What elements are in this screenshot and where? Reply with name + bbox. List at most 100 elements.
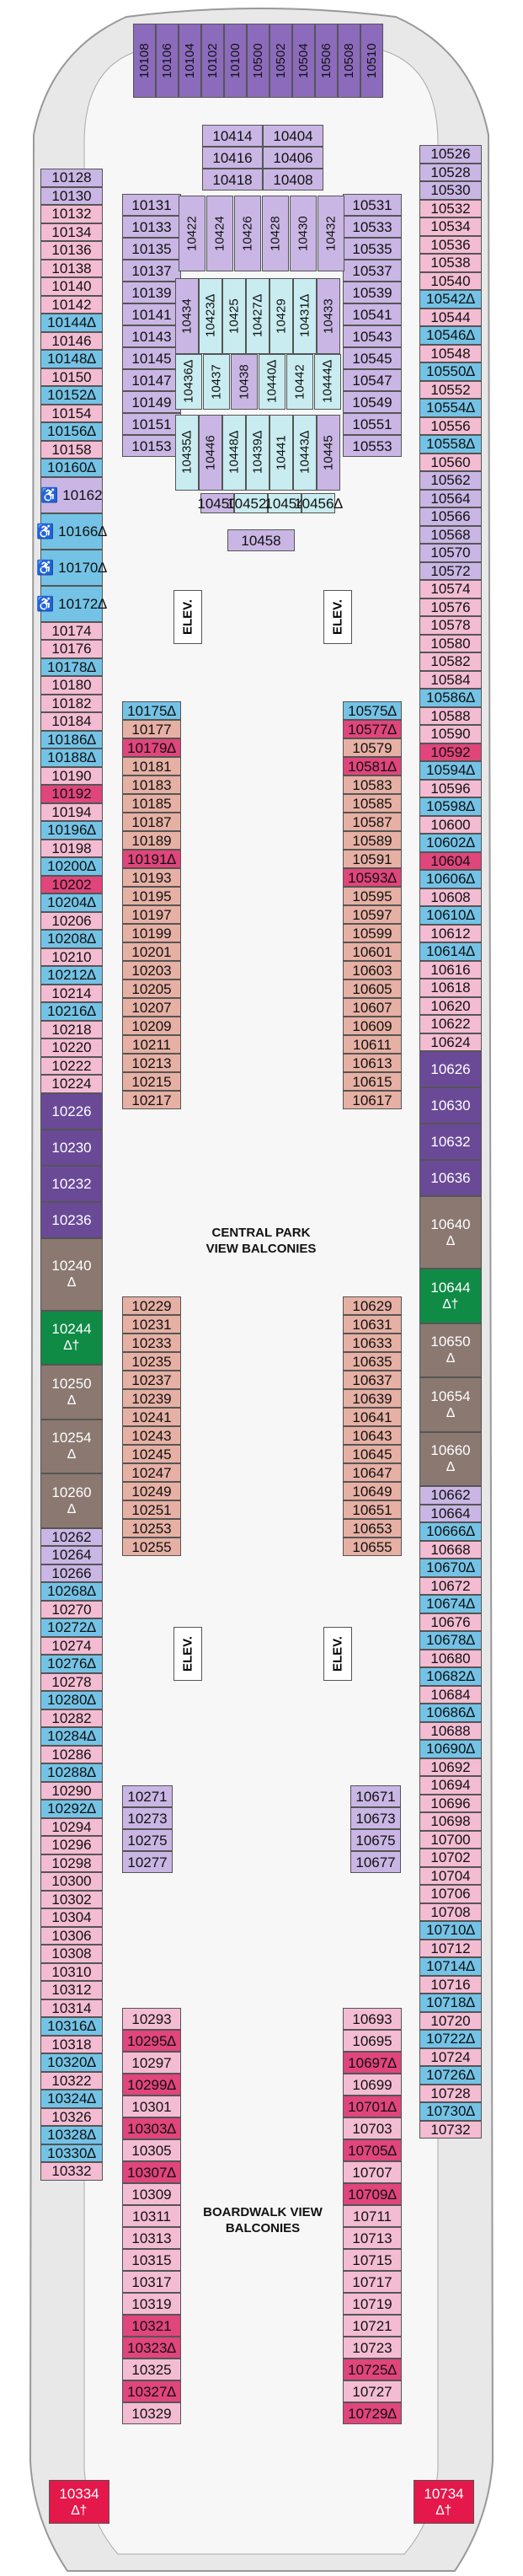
cabin-right_outer[interactable]: 10598∆ xyxy=(419,797,482,816)
cabin-park[interactable]: 10649 xyxy=(343,1482,402,1500)
cabin-right_outer[interactable]: 10588 xyxy=(419,706,482,725)
cabin-left_outer[interactable]: 10218 xyxy=(40,1020,103,1038)
cabin-park[interactable]: 10235 xyxy=(122,1352,181,1371)
cabin-inner[interactable]: 10151 xyxy=(122,413,181,435)
cabin-right_outer[interactable]: 10528 xyxy=(419,163,482,181)
cabin-inner[interactable]: 10535 xyxy=(343,238,402,260)
cabin-left_outer[interactable]: 10292∆ xyxy=(40,1800,103,1818)
cabin-park[interactable]: 10245 xyxy=(122,1445,181,1463)
cabin-center[interactable]: 10431∆ xyxy=(293,278,317,354)
cabin-right_outer[interactable]: 10626 xyxy=(419,1051,482,1087)
cabin-park[interactable]: 10611 xyxy=(343,1035,402,1054)
cabin-boardwalk[interactable]: 10719 xyxy=(343,2293,402,2315)
cabin-left_outer[interactable]: 10316∆ xyxy=(40,2017,103,2036)
cabin-center[interactable]: 10428 xyxy=(262,196,289,271)
bow-cabin[interactable]: 10102 xyxy=(201,24,224,98)
cabin-right_outer[interactable]: 10678∆ xyxy=(419,1631,482,1650)
cabin-left_outer[interactable]: 10156∆ xyxy=(40,422,103,441)
cabin-park[interactable]: 10237 xyxy=(122,1371,181,1389)
cabin-park[interactable]: 10603 xyxy=(343,961,402,979)
cabin-park[interactable]: 10587 xyxy=(343,813,402,831)
cabin-boardwalk[interactable]: 10693 xyxy=(343,2008,402,2030)
cabin-park[interactable]: 10181 xyxy=(122,757,181,775)
cabin-park[interactable]: 10591 xyxy=(343,850,402,868)
cabin-left_outer[interactable]: 10216∆ xyxy=(40,1002,103,1021)
cabin-left_outer[interactable]: 10282 xyxy=(40,1709,103,1727)
cabin-park[interactable]: 10183 xyxy=(122,775,181,794)
cabin-right_outer[interactable]: 10718∆ xyxy=(419,1994,482,2012)
cabin-inner[interactable]: 10143 xyxy=(122,325,181,347)
cabin-right_outer[interactable]: 10576 xyxy=(419,598,482,616)
cabin-left_outer[interactable]: 10232 xyxy=(40,1165,103,1202)
cabin-left_outer[interactable]: 10324∆ xyxy=(40,2090,103,2108)
bow-cabin[interactable]: 10504 xyxy=(292,24,315,98)
cabin-left_outer[interactable]: 10240∆ xyxy=(40,1237,103,1311)
cabin-right_outer[interactable]: 10534 xyxy=(419,217,482,236)
bow-cabin[interactable]: 10510 xyxy=(360,24,383,98)
cabin-right_outer[interactable]: 10720 xyxy=(419,2011,482,2030)
cabin-right_outer[interactable]: 10540 xyxy=(419,271,482,290)
cabin-right_outer[interactable]: 10602∆ xyxy=(419,834,482,852)
cabin-park[interactable]: 10209 xyxy=(122,1017,181,1035)
cabin-right_outer[interactable]: 10632 xyxy=(419,1124,482,1160)
cabin-left_outer[interactable]: 10152∆ xyxy=(40,386,103,405)
cabin-right_outer[interactable]: 10562 xyxy=(419,471,482,490)
cabin-left_outer[interactable]: 10332 xyxy=(40,2162,103,2181)
cabin-boardwalk[interactable]: 10711 xyxy=(343,2205,402,2227)
bow-cabin[interactable]: 10500 xyxy=(247,24,270,98)
cabin-right_outer[interactable]: 10558∆ xyxy=(419,435,482,453)
cabin-boardwalk[interactable]: 10329 xyxy=(122,2402,181,2424)
cabin-boardwalk[interactable]: 10295∆ xyxy=(122,2030,181,2052)
cabin-park[interactable]: 10599 xyxy=(343,924,402,942)
cabin-left_outer[interactable]: 10182 xyxy=(40,694,103,712)
cabin-right_outer[interactable]: 10584 xyxy=(419,670,482,689)
cabin-right_outer[interactable]: 10546∆ xyxy=(419,326,482,345)
cabin-boardwalk[interactable]: 10705∆ xyxy=(343,2139,402,2161)
cabin-boardwalk[interactable]: 10723 xyxy=(343,2337,402,2359)
cabin-left_outer[interactable]: 10250∆ xyxy=(40,1365,103,1419)
cabin-left_outer[interactable]: ♿ 10170∆ xyxy=(36,549,107,586)
cabin-right_outer[interactable]: 10692 xyxy=(419,1758,482,1776)
cabin-park[interactable]: 10579 xyxy=(343,738,402,757)
cabin-left_outer[interactable]: 10130 xyxy=(40,186,103,205)
cabin-park[interactable]: 10645 xyxy=(343,1445,402,1463)
cabin-right_outer[interactable]: 10560 xyxy=(419,453,482,471)
cabin-inner[interactable]: 10531 xyxy=(343,194,402,216)
cabin-center[interactable]: 10423∆ xyxy=(199,278,222,354)
cabin-right_outer[interactable]: 10724 xyxy=(419,2047,482,2066)
cabin-left_outer[interactable]: 10280∆ xyxy=(40,1691,103,1709)
cabin-right_outer[interactable]: 10544 xyxy=(419,308,482,326)
cabin-inner[interactable]: 10547 xyxy=(343,369,402,391)
cabin-right_outer[interactable]: 10580 xyxy=(419,634,482,652)
cabin-right_outer[interactable]: 10554∆ xyxy=(419,399,482,417)
cabin-park[interactable]: 10217 xyxy=(122,1091,181,1109)
cabin-left_outer[interactable]: 10190 xyxy=(40,766,103,785)
cabin-park[interactable]: 10617 xyxy=(343,1091,402,1109)
cabin-park[interactable]: 10203 xyxy=(122,961,181,979)
cabin-center[interactable]: 10442 xyxy=(286,354,313,410)
cabin-park[interactable]: 10613 xyxy=(343,1054,402,1072)
cabin-right_outer[interactable]: 10586∆ xyxy=(419,689,482,707)
cabin-park[interactable]: 10251 xyxy=(122,1500,181,1519)
cabin-left_outer[interactable]: 10194 xyxy=(40,802,103,821)
cabin-left_outer[interactable]: 10326 xyxy=(40,2107,103,2126)
cabin-park[interactable]: 10207 xyxy=(122,998,181,1017)
cabin-inner[interactable]: 10147 xyxy=(122,369,181,391)
cabin-left_outer[interactable]: 10270 xyxy=(40,1600,103,1618)
bow-cabin[interactable]: 10108 xyxy=(133,24,156,98)
cabin-park[interactable]: 10605 xyxy=(343,979,402,998)
cabin-right_outer[interactable]: 10714∆ xyxy=(419,1957,482,1976)
cabin-right_outer[interactable]: 10654∆ xyxy=(419,1377,482,1432)
cabin-park[interactable]: 10175∆ xyxy=(122,701,181,720)
cabin-left_outer[interactable]: 10148∆ xyxy=(40,350,103,368)
cabin-center[interactable]: 10416 xyxy=(202,147,263,169)
cabin-left_outer[interactable]: 10226 xyxy=(40,1092,103,1130)
cabin-left_outer[interactable]: 10224 xyxy=(40,1075,103,1093)
cabin-boardwalk[interactable]: 10713 xyxy=(343,2227,402,2249)
cabin-left_outer[interactable]: 10306 xyxy=(40,1926,103,1945)
cabin-right_outer[interactable]: 10674∆ xyxy=(419,1595,482,1613)
cabin-left_outer[interactable]: 10140 xyxy=(40,277,103,296)
cabin-inner[interactable]: 10537 xyxy=(343,260,402,282)
cabin-boardwalk[interactable]: 10671 xyxy=(350,1785,401,1807)
cabin-inner[interactable]: 10131 xyxy=(122,194,181,216)
